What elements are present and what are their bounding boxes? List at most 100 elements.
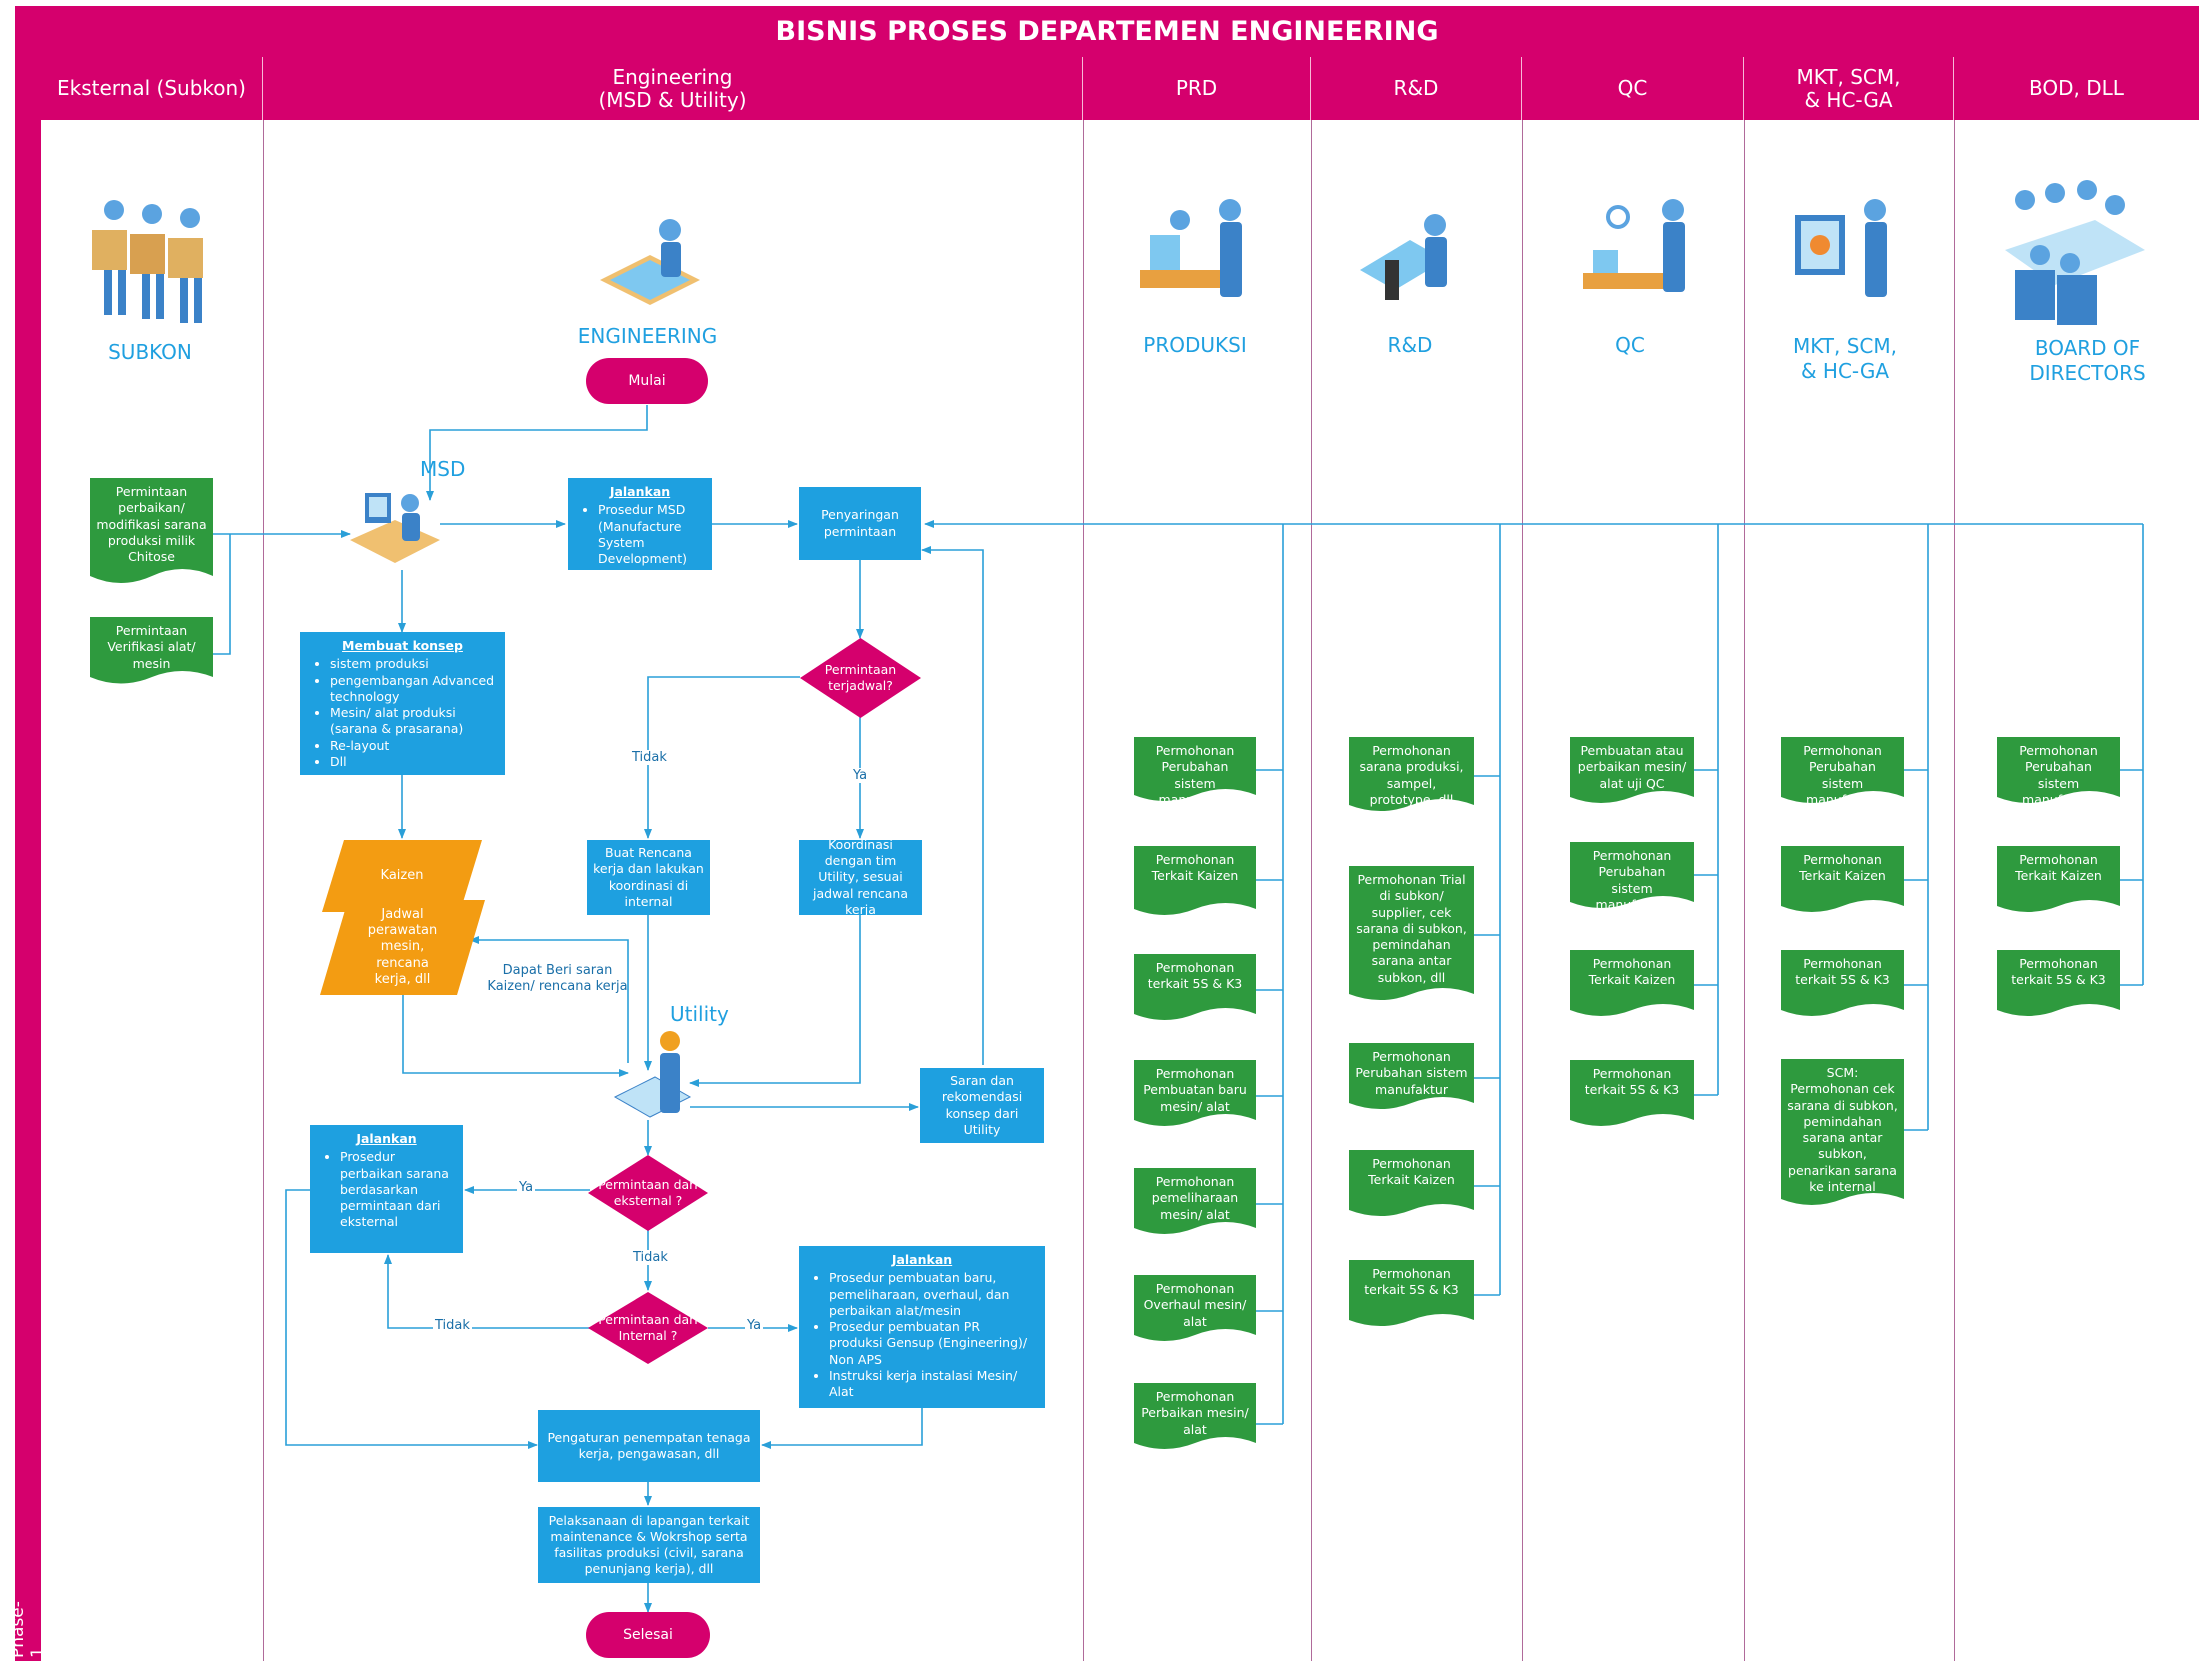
actor-label-bod: BOARD OF DIRECTORS [2029,336,2146,385]
rnd-request-text: Permohonan Perubahan sistem manufaktur [1355,1049,1468,1097]
prd-request-text: Permohonan pemeliharaan mesin/ alat [1151,1174,1239,1222]
mkt-request-text: Permohonan Perubahan sistem manufaktur [1803,743,1882,807]
actor-label-rnd: R&D [1387,333,1433,357]
prd-request-text: Permohonan Overhaul mesin/ alat [1143,1281,1247,1329]
penyaringan-box: Penyaringan permintaan [799,487,921,560]
mkt-request-text: Permohonan terkait 5S & K3 [1795,956,1890,988]
utility-label: Utility [670,1002,729,1026]
lane-separator [1954,120,1955,1661]
production-line-icon [1135,195,1255,315]
mkt-request-doc: SCM: Permohonan cek sarana di subkon, pe… [1781,1059,1904,1211]
mkt-request-text: SCM: Permohonan cek sarana di subkon, pe… [1787,1065,1898,1194]
prd-request-doc: Permohonan Perbaikan mesin/ alat [1134,1383,1256,1455]
board-meeting-icon [1995,175,2150,330]
decision-internal: Permintaan dari Internal ? [588,1292,708,1364]
qc-request-text: Permohonan Terkait Kaizen [1588,956,1676,988]
qc-request-doc: Pembuatan atau perbaikan mesin/ alat uji… [1570,737,1694,809]
lane-header-eksternal: Eksternal (Subkon) [41,57,263,120]
prd-request-doc: Permohonan Terkait Kaizen [1134,846,1256,921]
actor-label-subkon: SUBKON [108,340,192,364]
lane-header-bod: BOD, DLL [1954,57,2199,120]
actor-label-mkt: MKT, SCM, & HC-GA [1792,334,1898,383]
phase-strip [15,57,41,1661]
edge-label-ya: Ya [517,1180,536,1195]
prd-request-doc: Permohonan Overhaul mesin/ alat [1134,1275,1256,1347]
qc-request-doc: Permohonan terkait 5S & K3 [1570,1060,1694,1132]
engineer-desk-icon [595,210,705,320]
edge-label-tidak: Tidak [433,1318,472,1333]
prd-request-text: Permohonan Perubahan sistem manufaktur [1155,743,1235,807]
decision-terjadwal: Permintaan terjadwal? [800,638,921,718]
koordinasi-box: Koordinasi dengan tim Utility, sesuai ja… [799,837,922,917]
mkt-request-doc: Permohonan terkait 5S & K3 [1781,950,1904,1022]
bod-request-doc: Permohonan Terkait Kaizen [1997,846,2120,918]
prd-request-text: Permohonan Perbaikan mesin/ alat [1141,1389,1249,1437]
lane-header-engineering: Engineering (MSD & Utility) [263,57,1083,120]
lane-header-mkt: MKT, SCM, & HC-GA [1744,57,1954,120]
rnd-request-doc: Permohonan terkait 5S & K3 [1349,1260,1474,1332]
pelaksanaan-box: Pelaksanaan di lapangan terkait maintena… [538,1507,760,1583]
edge-label-tidak: Tidak [630,750,669,765]
jalankan-internal-box: Jalankan Prosedur pembuatan baru, pemeli… [799,1246,1045,1408]
decision-eksternal: Permintaan dari eksternal ? [588,1155,708,1231]
end-terminator: Selesai [586,1612,710,1658]
qc-request-text: Permohonan terkait 5S & K3 [1584,1066,1680,1098]
bod-request-text: Permohonan terkait 5S & K3 [2011,956,2106,988]
lane-separator [1522,120,1523,1661]
edge-label-ya: Ya [745,1318,764,1333]
prd-request-doc: Permohonan pemeliharaan mesin/ alat [1134,1168,1256,1240]
rnd-request-doc: Permohonan Trial di subkon/ supplier, ce… [1349,866,1474,1006]
msd-workstation-icon [345,485,445,570]
utility-worker-icon [610,1027,700,1137]
bod-request-doc: Permohonan Perubahan sistem manufaktur [1997,737,2120,809]
rnd-request-text: Permohonan Trial di subkon/ supplier, ce… [1356,872,1467,985]
lane-separator [1083,120,1084,1661]
qc-request-doc: Permohonan Perubahan sistem manufaktur [1570,842,1694,914]
prd-request-text: Permohonan terkait 5S & K3 [1147,960,1243,992]
subkon-group-icon [82,190,222,330]
bod-request-text: Permohonan Terkait Kaizen [2015,852,2102,884]
membuat-konsep-box: Membuat konsep sistem produksi pengemban… [300,632,505,775]
lane-separator [263,120,264,1661]
edge-label-saran: Dapat Beri saran Kaizen/ rencana kerja [487,963,628,995]
rnd-request-text: Permohonan terkait 5S & K3 [1364,1266,1459,1298]
start-terminator: Mulai [586,358,708,404]
rnd-request-doc: Permohonan sarana produksi, sampel, prot… [1349,737,1474,817]
prd-request-text: Permohonan Pembuatan baru mesin/ alat [1143,1066,1247,1114]
lane-separator [1744,120,1745,1661]
lane-header-prd: PRD [1083,57,1311,120]
rnd-request-text: Permohonan Terkait Kaizen [1368,1156,1455,1188]
saran-rekomendasi-box: Saran dan rekomendasi konsep dari Utilit… [920,1068,1044,1143]
qc-inspection-icon [1578,195,1698,315]
prd-request-text: Permohonan Terkait Kaizen [1151,852,1239,884]
buat-rencana-box: Buat Rencana kerja dan lakukan koordinas… [587,840,710,915]
prd-request-doc: Permohonan Pembuatan baru mesin/ alat [1134,1060,1256,1132]
edge-label-tidak: Tidak [631,1250,670,1265]
mkt-request-text: Permohonan Terkait Kaizen [1799,852,1886,884]
jadwal-perawatan-box: Jadwal perawatan mesin, rencana kerja, d… [320,900,485,995]
jalankan-eksternal-box: Jalankan Prosedur perbaikan sarana berda… [310,1125,463,1253]
rnd-request-doc: Permohonan Terkait Kaizen [1349,1150,1474,1222]
rnd-request-text: Permohonan sarana produksi, sampel, prot… [1359,743,1464,807]
jalankan-msd-box: Jalankan Prosedur MSD (Manufacture Syste… [568,478,712,570]
pengaturan-box: Pengaturan penempatan tenaga kerja, peng… [538,1410,760,1482]
edge-label-ya: Ya [851,768,870,783]
qc-request-text: Permohonan Perubahan sistem manufaktur [1592,848,1672,912]
qc-request-doc: Permohonan Terkait Kaizen [1570,950,1694,1022]
ext-request-doc-1: Permintaan perbaikan/ modifikasi sarana … [90,478,213,590]
ext-request-doc-2: Permintaan Verifikasi alat/ mesin [90,617,213,690]
kaizen-box: Kaizen [322,840,482,912]
prd-request-doc: Permohonan terkait 5S & K3 [1134,954,1256,1026]
qc-request-text: Pembuatan atau perbaikan mesin/ alat uji… [1577,743,1687,791]
mkt-request-doc: Permohonan Perubahan sistem manufaktur [1781,737,1904,809]
msd-label: MSD [420,457,466,481]
actor-label-produksi: PRODUKSI [1143,333,1247,357]
prd-request-doc: Permohonan Perubahan sistem manufaktur [1134,737,1256,807]
rnd-request-doc: Permohonan Perubahan sistem manufaktur [1349,1043,1474,1115]
diagram-title: BISNIS PROSES DEPARTEMEN ENGINEERING [15,6,2199,57]
bod-request-text: Permohonan Perubahan sistem manufaktur [2019,743,2098,807]
lab-microscope-icon [1355,210,1475,320]
mkt-request-doc: Permohonan Terkait Kaizen [1781,846,1904,918]
lane-header-qc: QC [1522,57,1744,120]
